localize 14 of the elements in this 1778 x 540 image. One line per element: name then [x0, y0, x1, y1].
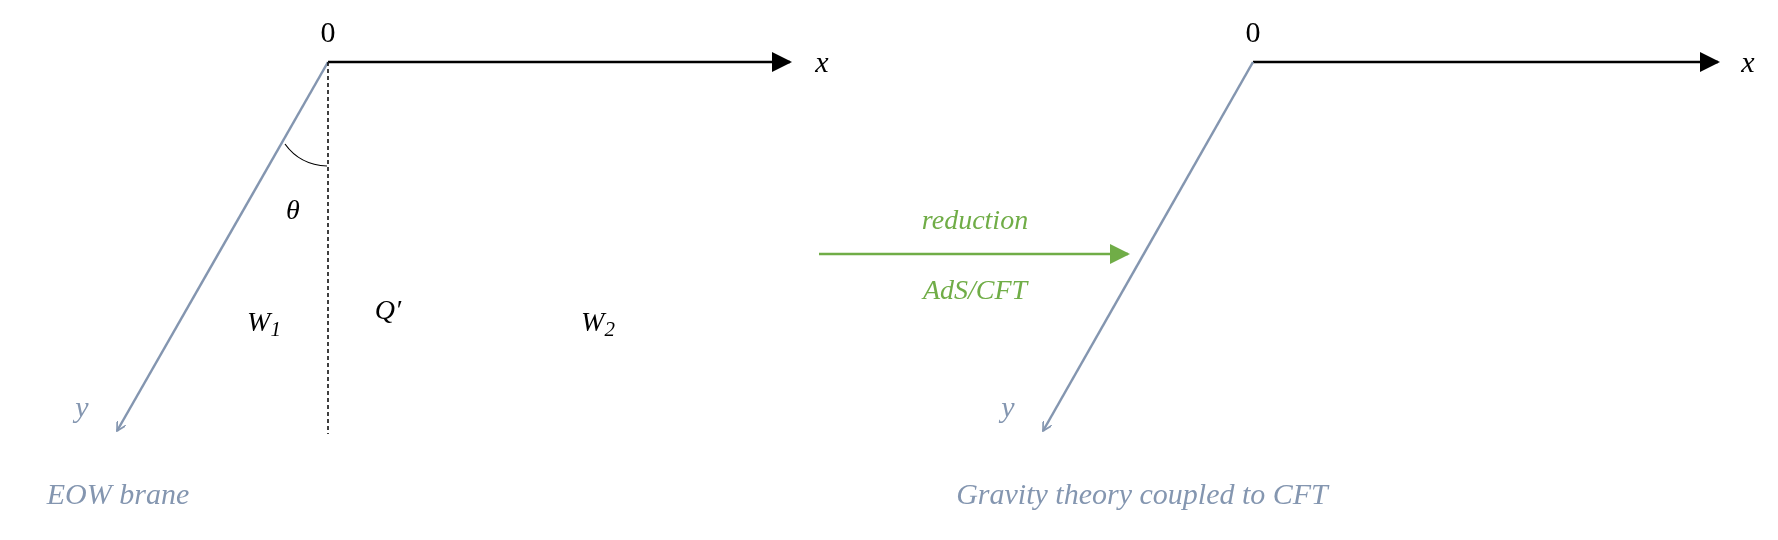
region-label: Q′ — [374, 296, 402, 324]
axis-label: y — [1001, 392, 1015, 422]
caption-text: Gravity theory coupled to CFT — [956, 479, 1328, 509]
origin-label: 0 — [1245, 17, 1261, 47]
axis-label: x — [815, 47, 829, 77]
angle-label: θ — [286, 196, 300, 224]
arrow-label: AdS/CFT — [922, 276, 1028, 304]
region-label: W$_{1}$ — [247, 308, 281, 336]
axis-label: y — [75, 392, 89, 422]
origin-label: 0 — [320, 17, 336, 47]
region-label: W$_{2}$ — [581, 308, 615, 336]
arrow-label: reduction — [921, 206, 1029, 234]
axis-label: x — [1741, 47, 1755, 77]
caption-text: EOW brane — [46, 479, 190, 509]
